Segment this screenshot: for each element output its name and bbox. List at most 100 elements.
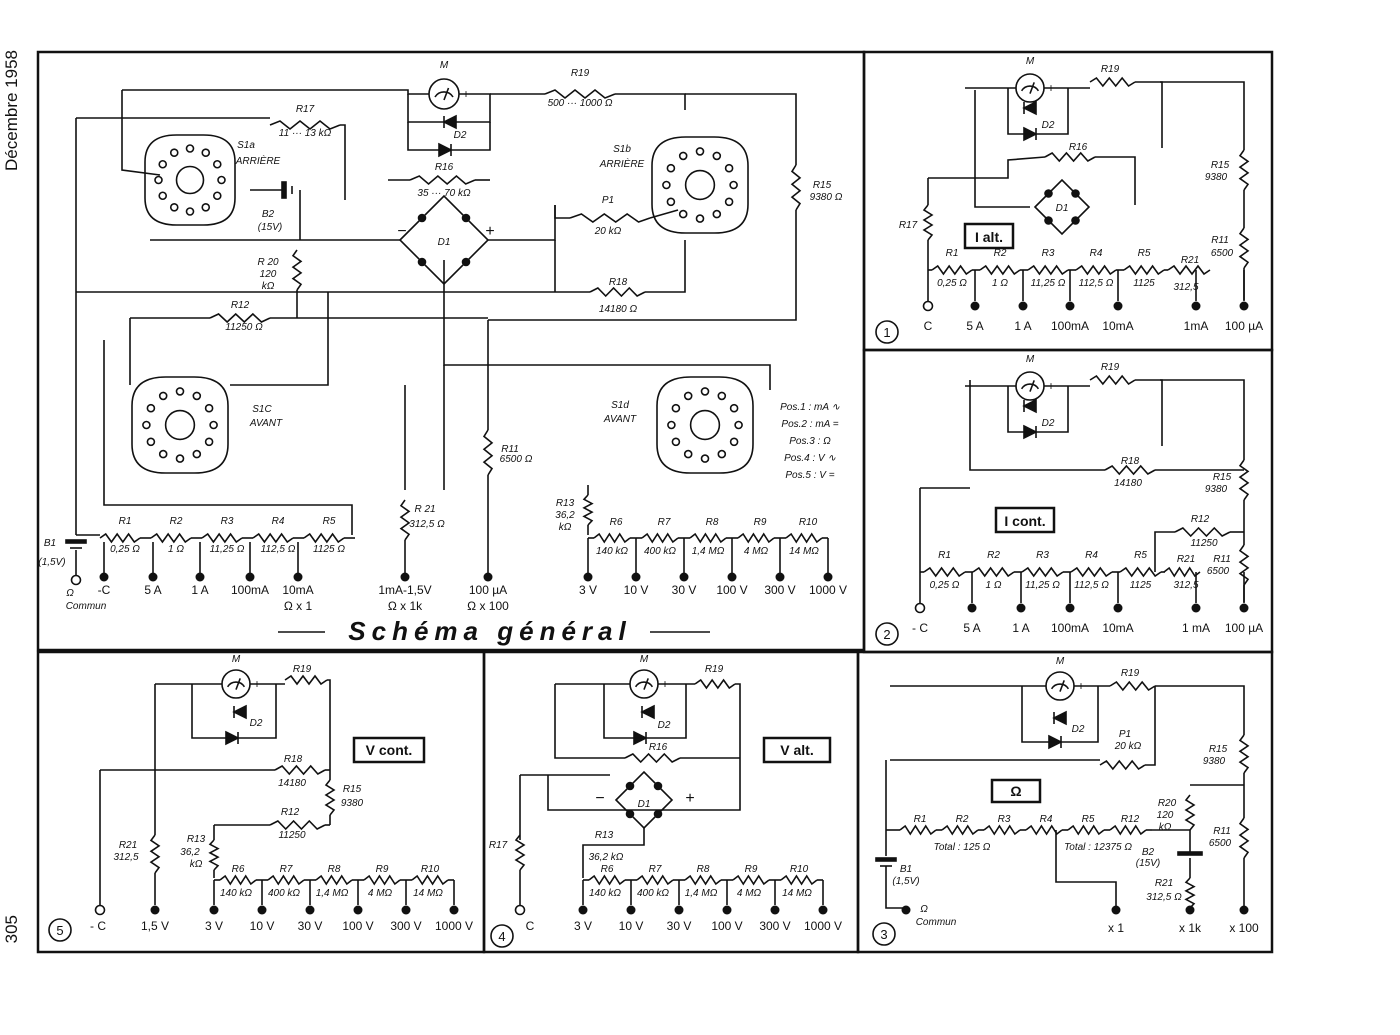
row-resistor-R8 [684, 874, 722, 886]
res-row-resistor-R3 [201, 532, 243, 544]
r15-value: 9380 [1205, 172, 1228, 183]
switch-contact-icon [717, 391, 727, 401]
volt-row-label-R10: R10 [799, 517, 818, 528]
meter-icon [428, 78, 460, 110]
diode-icon [1071, 216, 1080, 225]
s1b-label: S1b [613, 144, 631, 155]
meter-label: M [640, 654, 649, 665]
row-value-R5: 1125 [1130, 580, 1152, 591]
r21-value: 312,5 [1173, 282, 1198, 293]
r15-resistor [324, 779, 336, 816]
diode-icon [1044, 216, 1053, 225]
terminal-ohm-label: Ω [920, 904, 928, 915]
switch-contact-icon [204, 403, 214, 413]
diode-icon [653, 781, 663, 791]
rotary-switch-wafer-icon [651, 136, 749, 234]
terminal-label-5: 100 V [342, 919, 373, 933]
row-resistor-R6 [588, 874, 626, 886]
r15-value: 9380 [1203, 756, 1226, 767]
terminal-label-1: 5 A [963, 621, 980, 635]
wire [969, 380, 1105, 471]
term: − [595, 790, 604, 807]
r19-label: R19 [571, 68, 590, 79]
mode-box [963, 222, 1015, 250]
r21-resistor [1163, 566, 1201, 578]
battery-b2-icon [281, 181, 287, 199]
terminal-label-3: 30 V [667, 919, 692, 933]
r13-resistor [582, 494, 594, 526]
switch-contact-icon [712, 151, 722, 161]
row-label-R5: R5 [1138, 248, 1151, 259]
total-label-2: Total : 12375 Ω [1064, 842, 1132, 853]
total-label-1: Total : 125 Ω [934, 842, 991, 853]
switch-contact-icon [724, 163, 734, 173]
r18-value: 14180 Ω [599, 304, 638, 315]
bridge-rectifier-icon [614, 770, 674, 830]
meter-needle-icon [235, 678, 241, 690]
r18-value: 14180 [278, 778, 306, 789]
wire [1007, 88, 1069, 135]
volt-row-resistor-R6 [593, 532, 631, 544]
r15-label: R15 [1211, 160, 1230, 171]
r12-value: 11250 [278, 830, 306, 841]
r21-value: 312,5 [1173, 580, 1198, 591]
vterminal-label-0: 3 V [579, 583, 597, 597]
r19-resistor [694, 678, 736, 690]
row-value-R6: 140 kΩ [589, 888, 621, 899]
r13-unit: kΩ [559, 522, 572, 533]
wire [1135, 379, 1163, 446]
r18-resistor [274, 764, 326, 776]
row-label-R7: R7 [280, 864, 293, 875]
b1-value: (1,5V) [38, 557, 65, 568]
s1d-sublabel: AVANT [603, 414, 637, 425]
r17-resistor [922, 204, 934, 241]
rotary-switch-hub-icon [175, 165, 205, 195]
wire [121, 90, 161, 176]
terminal-dot-1 [148, 572, 158, 582]
r11-value: 6500 [1207, 566, 1230, 577]
wire [974, 90, 1030, 208]
switch-contact-icon [212, 159, 222, 169]
b2-value: (15V) [1136, 858, 1160, 869]
terminal-dot-1 [150, 905, 160, 915]
wire [443, 260, 771, 390]
switch-contact-icon [712, 209, 722, 219]
switch-contact-icon [175, 387, 185, 396]
b2-label: B2 [1142, 847, 1155, 858]
switch-contact-icon [209, 420, 218, 430]
meter-label: M [1056, 656, 1065, 667]
r17-label: R17 [899, 220, 918, 231]
switch-contact-icon [201, 202, 211, 212]
r16-resistor [1044, 151, 1096, 163]
r11-value: 6500 [1209, 838, 1232, 849]
res-row-resistor-R5 [303, 532, 345, 544]
switch-contact-icon [158, 191, 168, 201]
switch-contact-icon [158, 449, 168, 459]
wire [928, 156, 1046, 179]
s1a-sublabel: ARRIÈRE [235, 154, 281, 167]
wire [685, 93, 797, 165]
diode-d2-icon [1022, 100, 1037, 116]
terminal-label-5: 1mA [1184, 319, 1209, 333]
volt-row-value-R9: 4 MΩ [744, 546, 769, 557]
r21-value: 312,5 Ω [1146, 892, 1182, 903]
switch-contact-icon [695, 214, 705, 223]
term: + [685, 790, 694, 807]
r16-label: R16 [649, 742, 668, 753]
term: − [397, 223, 406, 240]
d2-label: D2 [658, 720, 671, 731]
row-value-R6: 140 kΩ [220, 888, 252, 899]
mode-box-label: Ω [1010, 783, 1021, 799]
r21-value: 312,5 Ω [409, 519, 445, 530]
switch-contact-icon [154, 175, 163, 185]
terminal-commun-label: Commun [916, 917, 957, 928]
wire [1160, 379, 1245, 460]
terminal-100ua-label: 100 µA [469, 583, 507, 597]
terminal-dot-5 [353, 905, 363, 915]
res-row-resistor-R1 [99, 532, 141, 544]
r17-label: R17 [489, 840, 508, 851]
terminal-label-1: 1,5 V [141, 919, 169, 933]
wire [122, 89, 429, 95]
r18-label: R18 [609, 277, 628, 288]
